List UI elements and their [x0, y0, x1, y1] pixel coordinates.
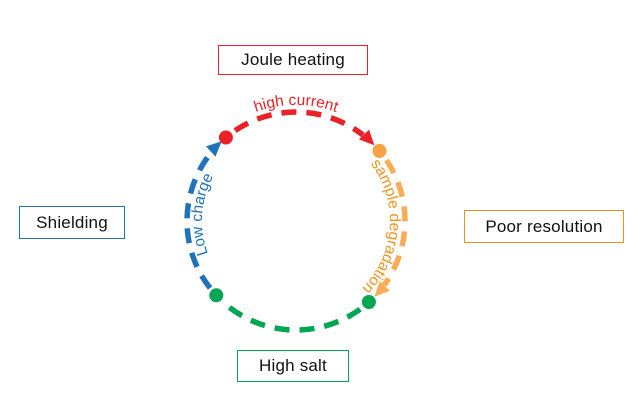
node-poor-resolution-label: Poor resolution	[485, 216, 603, 236]
edge-label-high-current: high current	[252, 92, 341, 116]
edge-label-sample-degradation: sample degradation	[359, 156, 403, 297]
arrowhead-low-charge	[205, 141, 222, 157]
dot-poor-resolution	[372, 143, 387, 158]
node-poor-resolution: Poor resolution	[464, 210, 624, 243]
node-shielding-label: Shielding	[36, 212, 108, 232]
arc-low-charge	[184, 152, 213, 290]
node-joule-heating-label: Joule heating	[241, 50, 345, 69]
node-joule-heating: Joule heating	[218, 45, 368, 75]
dot-joule-heating	[218, 130, 233, 145]
dot-high-salt-left	[209, 288, 224, 303]
arrowhead-high-current	[358, 129, 375, 146]
node-high-salt-label: High salt	[259, 356, 327, 375]
node-shielding: Shielding	[19, 206, 125, 239]
dot-high-salt-right	[361, 295, 376, 309]
node-high-salt: High salt	[237, 350, 349, 382]
arc-high-current	[233, 109, 365, 138]
arrowhead-sample-degradation	[374, 281, 390, 297]
arc-high-salt	[222, 301, 362, 333]
